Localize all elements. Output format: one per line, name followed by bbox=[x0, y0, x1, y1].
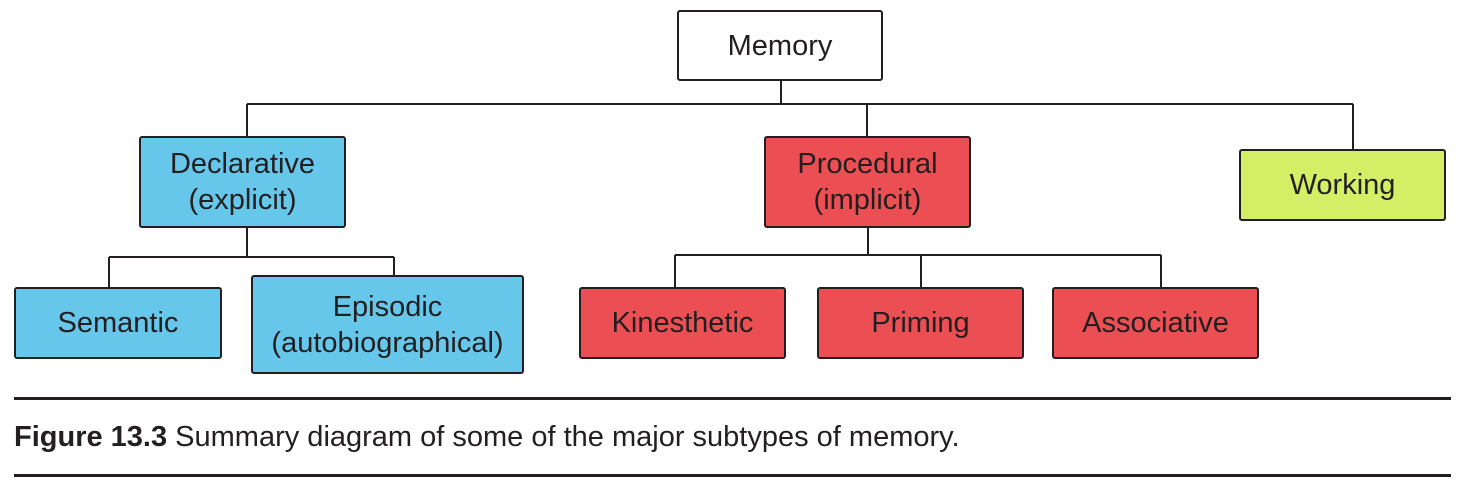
node-kinesthetic-label: Kinesthetic bbox=[611, 307, 754, 339]
node-procedural: Procedural (implicit) bbox=[764, 136, 971, 228]
node-memory-label: Memory bbox=[727, 29, 833, 62]
node-semantic-label: Semantic bbox=[57, 307, 179, 339]
node-declarative-line2: (explicit) bbox=[188, 184, 297, 216]
node-procedural-line2: (implicit) bbox=[813, 184, 922, 216]
figure-caption: Figure 13.3 Summary diagram of some of t… bbox=[14, 418, 960, 456]
memory-subtypes-diagram: Memory Declarative (explicit) Procedural… bbox=[14, 10, 1446, 374]
figure-caption-label: Figure 13.3 bbox=[14, 421, 168, 453]
node-declarative-line1: Declarative bbox=[169, 148, 316, 180]
node-associative-label: Associative bbox=[1082, 307, 1229, 339]
node-procedural-line1: Procedural bbox=[797, 148, 938, 180]
node-episodic: Episodic (autobiographical) bbox=[251, 275, 524, 374]
node-priming-label: Priming bbox=[871, 307, 970, 339]
node-associative: Associative bbox=[1052, 287, 1259, 359]
node-working: Working bbox=[1239, 149, 1446, 221]
node-memory: Memory bbox=[677, 10, 883, 81]
node-semantic: Semantic bbox=[14, 287, 222, 359]
caption-bottom-rule bbox=[14, 474, 1451, 477]
node-episodic-line1: Episodic bbox=[332, 290, 443, 323]
node-priming: Priming bbox=[817, 287, 1024, 359]
caption-top-rule bbox=[14, 397, 1451, 400]
node-kinesthetic: Kinesthetic bbox=[579, 287, 786, 359]
connector-lines bbox=[108, 80, 1354, 288]
node-working-label: Working bbox=[1289, 169, 1396, 201]
node-episodic-line2: (autobiographical) bbox=[271, 326, 504, 359]
figure-caption-text: Summary diagram of some of the major sub… bbox=[167, 421, 960, 453]
node-declarative: Declarative (explicit) bbox=[139, 136, 346, 228]
